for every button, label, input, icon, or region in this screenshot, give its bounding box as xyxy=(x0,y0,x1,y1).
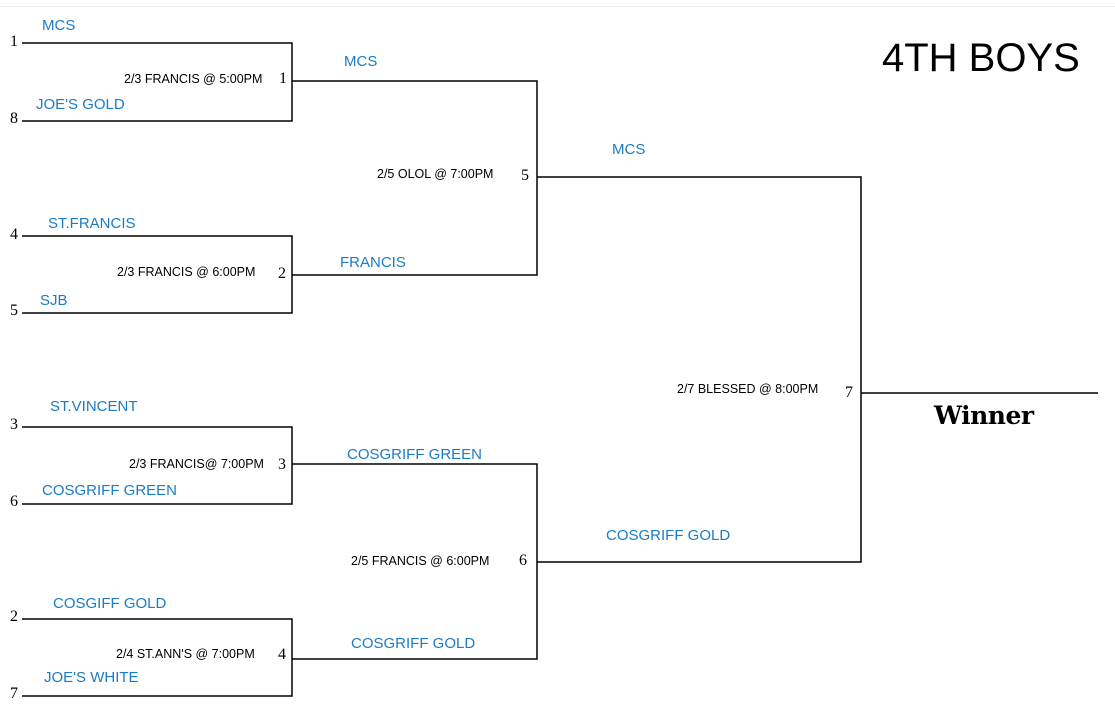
winner-label: Winner xyxy=(934,401,1034,430)
team-name: ST.VINCENT xyxy=(50,398,138,415)
team-name: JOE'S WHITE xyxy=(44,669,139,686)
seed-number: 8 xyxy=(10,110,18,127)
team-name: COSGIFF GOLD xyxy=(53,595,167,612)
team-name: COSGRIFF GOLD xyxy=(351,635,476,652)
bracket-line-game-5 xyxy=(292,80,538,276)
bracket-line-game-7 xyxy=(537,176,862,563)
game-info: 2/3 FRANCIS@ 7:00PM xyxy=(129,457,264,471)
team-name: JOE'S GOLD xyxy=(36,96,125,113)
seed-number: 5 xyxy=(10,302,18,319)
game-number: 7 xyxy=(845,384,853,401)
game-info: 2/5 OLOL @ 7:00PM xyxy=(377,167,494,181)
game-info: 2/5 FRANCIS @ 6:00PM xyxy=(351,554,490,568)
top-border-line xyxy=(0,6,1115,7)
team-name: COSGRIFF GOLD xyxy=(606,527,731,544)
bracket-title: 4TH BOYS xyxy=(882,36,1080,80)
team-name: FRANCIS xyxy=(340,254,406,271)
seed-number: 7 xyxy=(10,685,18,702)
game-info: 2/7 BLESSED @ 8:00PM xyxy=(677,382,819,396)
team-name: COSGRIFF GREEN xyxy=(347,446,483,463)
seed-number: 4 xyxy=(10,226,18,243)
game-number: 5 xyxy=(521,167,529,184)
game-number: 1 xyxy=(279,70,287,87)
team-name: MCS xyxy=(42,17,76,34)
bracket-line-game-4 xyxy=(22,618,293,697)
game-info: 2/3 FRANCIS @ 5:00PM xyxy=(124,72,263,86)
game-number: 4 xyxy=(278,646,286,663)
seed-number: 3 xyxy=(10,416,18,433)
bracket-line-game-1 xyxy=(22,42,293,122)
team-name: MCS xyxy=(612,141,646,158)
game-info: 2/3 FRANCIS @ 6:00PM xyxy=(117,265,256,279)
game-number: 6 xyxy=(519,552,527,569)
team-name: COSGRIFF GREEN xyxy=(42,482,178,499)
seed-number: 6 xyxy=(10,493,18,510)
seed-number: 2 xyxy=(10,608,18,625)
game-info: 2/4 ST.ANN'S @ 7:00PM xyxy=(116,647,255,661)
game-number: 3 xyxy=(278,456,286,473)
team-name: SJB xyxy=(40,292,68,309)
team-name: ST.FRANCIS xyxy=(48,215,136,232)
game-number: 2 xyxy=(278,265,286,282)
team-name: MCS xyxy=(344,53,378,70)
seed-number: 1 xyxy=(10,33,18,50)
bracket-line-game-3 xyxy=(22,426,293,505)
